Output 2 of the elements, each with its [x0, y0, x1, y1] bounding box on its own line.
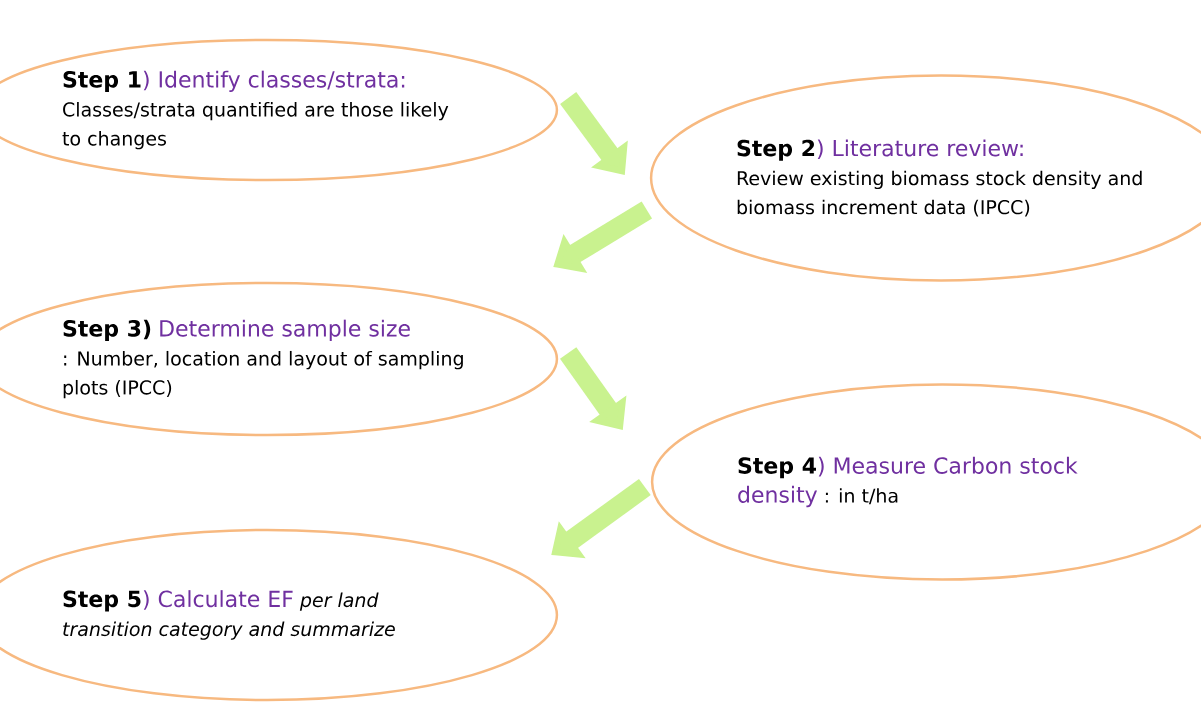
block-arrow [560, 347, 627, 430]
block-arrow [560, 92, 628, 175]
